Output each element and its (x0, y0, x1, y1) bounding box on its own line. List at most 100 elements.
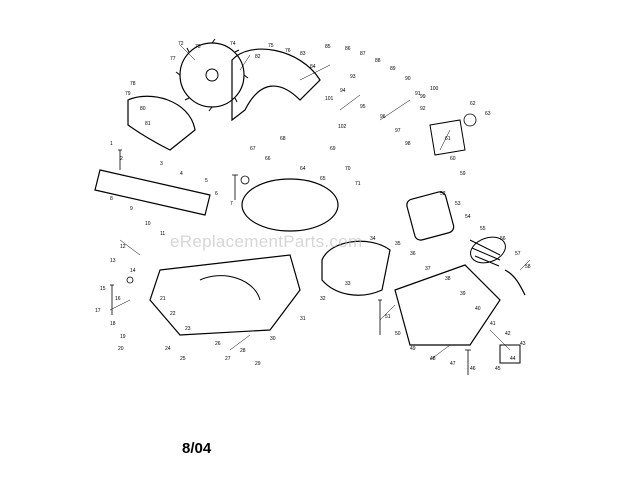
callout-number: 76 (285, 48, 291, 54)
callout-number: 58 (525, 264, 531, 270)
handle (321, 240, 391, 296)
callout-number: 43 (520, 341, 526, 347)
callout-number: 12 (120, 244, 126, 250)
lower-blade-guard (127, 95, 196, 151)
callout-number: 26 (215, 341, 221, 347)
callout-number: 84 (310, 64, 316, 70)
callout-number: 7 (230, 201, 233, 207)
saw-blade (175, 38, 249, 112)
leader-lines (109, 44, 531, 361)
callout-number: 59 (460, 171, 466, 177)
upper-blade-guard (231, 48, 321, 122)
callout-number: 27 (225, 356, 231, 362)
callout-number: 10 (145, 221, 151, 227)
callout-number: 41 (490, 321, 496, 327)
callout-number: 47 (450, 361, 456, 367)
callout-number: 65 (320, 176, 326, 182)
callout-number: 63 (485, 111, 491, 117)
callout-number: 23 (185, 326, 191, 332)
callout-number: 4 (180, 171, 183, 177)
callout-number: 73 (195, 44, 201, 50)
callout-number: 87 (360, 51, 366, 57)
callout-number: 45 (495, 366, 501, 372)
callout-number: 29 (255, 361, 261, 367)
callout-number: 44 (510, 356, 516, 362)
callout-number: 51 (385, 314, 391, 320)
callout-number: 64 (300, 166, 306, 172)
watermark-text: eReplacementParts.com (170, 232, 363, 251)
callout-number: 32 (320, 296, 326, 302)
brush-plate (499, 344, 521, 364)
callout-number: 92 (420, 106, 426, 112)
callout-number: 50 (395, 331, 401, 337)
callout-number: 53 (455, 201, 461, 207)
callout-number: 5 (205, 178, 208, 184)
callout-number: 30 (270, 336, 276, 342)
callout-number: 46 (470, 366, 476, 372)
callout-number: 35 (395, 241, 401, 247)
callout-number: 62 (470, 101, 476, 107)
callout-number: 93 (350, 74, 356, 80)
date-code: 8/04 (182, 440, 212, 457)
callout-number: 21 (160, 296, 166, 302)
callout-number: 39 (460, 291, 466, 297)
callout-number: 42 (505, 331, 511, 337)
callout-number: 16 (115, 296, 121, 302)
callout-number: 97 (395, 128, 401, 134)
callout-number: 96 (380, 114, 386, 120)
fence (94, 169, 211, 216)
callout-number: 75 (268, 43, 274, 49)
callout-number: 8 (110, 196, 113, 202)
callout-number: 81 (145, 121, 151, 127)
callout-number: 15 (100, 286, 106, 292)
callout-number: 85 (325, 44, 331, 50)
callout-number: 74 (230, 41, 236, 47)
callout-number: 99 (420, 94, 426, 100)
callout-number: 20 (118, 346, 124, 352)
callout-number: 78 (130, 81, 136, 87)
callout-number: 14 (130, 268, 136, 274)
callout-number: 11 (160, 231, 165, 237)
callout-number: 6 (215, 191, 218, 197)
callout-number: 91 (415, 91, 421, 97)
callout-number: 60 (450, 156, 456, 162)
callout-number: 61 (445, 136, 451, 142)
callout-number: 28 (240, 348, 246, 354)
callout-number: 69 (330, 146, 336, 152)
callout-number: 70 (345, 166, 351, 172)
callout-number: 82 (255, 54, 261, 60)
callout-number: 101 (325, 96, 334, 102)
callout-number: 94 (340, 88, 346, 94)
callout-number: 3 (160, 161, 163, 167)
callout-number: 49 (410, 346, 416, 352)
callout-number: 22 (170, 311, 176, 317)
callout-number: 88 (375, 58, 381, 64)
callout-number: 31 (300, 316, 306, 322)
callout-number: 67 (250, 146, 256, 152)
callout-number: 55 (480, 226, 486, 232)
callout-number: 37 (425, 266, 431, 272)
callout-number: 19 (120, 334, 126, 340)
power-cord (504, 269, 526, 296)
callout-number: 72 (178, 41, 184, 47)
callout-number: 100 (430, 86, 439, 92)
callout-number: 1 (110, 141, 113, 147)
callout-number: 102 (338, 124, 347, 130)
callout-number: 68 (280, 136, 286, 142)
callout-number: 66 (265, 156, 271, 162)
callout-number: 33 (345, 281, 351, 287)
callout-number: 98 (405, 141, 411, 147)
callout-number: 95 (360, 104, 366, 110)
callout-number: 77 (170, 56, 176, 62)
callout-number: 52 (440, 191, 446, 197)
motor-cover (394, 264, 501, 346)
callout-number: 90 (405, 76, 411, 82)
callout-number: 79 (125, 91, 131, 97)
callout-number: 18 (110, 321, 116, 327)
callout-number: 54 (465, 214, 471, 220)
callout-number: 13 (110, 258, 116, 264)
callout-number: 89 (390, 66, 396, 72)
callout-number: 86 (345, 46, 351, 52)
